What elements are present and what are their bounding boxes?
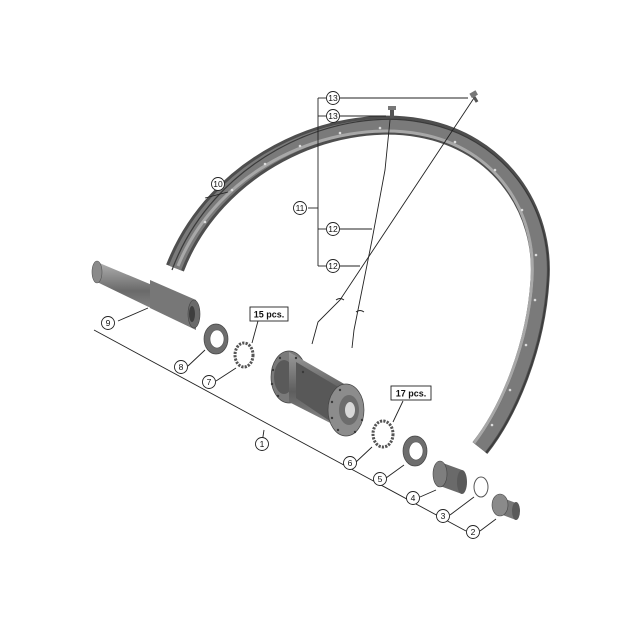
spoke-assembly	[311, 90, 479, 349]
leader-lines	[93, 191, 497, 532]
callout-4: 4	[406, 491, 420, 505]
callout-10: 10	[211, 177, 225, 191]
svg-text:4: 4	[411, 493, 416, 503]
svg-text:3: 3	[441, 511, 446, 521]
cone	[432, 460, 467, 494]
callout-12-top: 12	[326, 222, 340, 236]
rim	[166, 115, 550, 454]
callout-6: 6	[343, 456, 357, 470]
o-ring	[473, 476, 489, 498]
svg-text:10: 10	[213, 179, 223, 189]
qty-box-left: 15 pcs.	[249, 306, 289, 322]
svg-text:5: 5	[378, 474, 383, 484]
svg-text:7: 7	[207, 377, 212, 387]
axle	[91, 260, 201, 330]
callout-12-bottom: 12	[326, 259, 340, 273]
dust-cap-left	[203, 323, 229, 355]
callout-7: 7	[202, 375, 216, 389]
callout-11: 11	[293, 201, 307, 215]
svg-text:11: 11	[296, 203, 305, 213]
svg-text:13: 13	[328, 111, 338, 121]
svg-text:6: 6	[348, 458, 353, 468]
svg-text:9: 9	[106, 318, 111, 328]
svg-text:13: 13	[328, 93, 338, 103]
callout-1: 1	[255, 437, 269, 451]
callout-9: 9	[101, 316, 115, 330]
lock-nut	[491, 493, 520, 520]
ball-bearings-left	[233, 341, 255, 369]
callout-3: 3	[436, 509, 450, 523]
svg-text:17 pcs.: 17 pcs.	[396, 389, 427, 399]
svg-text:15 pcs.: 15 pcs.	[254, 310, 285, 320]
svg-text:12: 12	[328, 261, 338, 271]
callout-13-top: 13	[326, 91, 340, 105]
callout-2: 2	[466, 525, 480, 539]
callout-8: 8	[174, 360, 188, 374]
ball-bearings-right	[371, 419, 395, 449]
washer-right	[402, 435, 428, 467]
qty-box-right: 17 pcs.	[390, 385, 432, 401]
callout-5: 5	[373, 472, 387, 486]
hub-body	[270, 350, 365, 437]
nipple-left	[388, 106, 396, 118]
spoke-long	[311, 97, 475, 345]
spoke-bracket	[308, 97, 468, 267]
svg-text:1: 1	[260, 439, 265, 449]
svg-text:8: 8	[179, 362, 184, 372]
callout-13-bottom: 13	[326, 109, 340, 123]
svg-text:12: 12	[328, 224, 338, 234]
spoke-short	[351, 119, 391, 349]
nipple-right	[469, 90, 479, 103]
svg-text:2: 2	[471, 527, 476, 537]
